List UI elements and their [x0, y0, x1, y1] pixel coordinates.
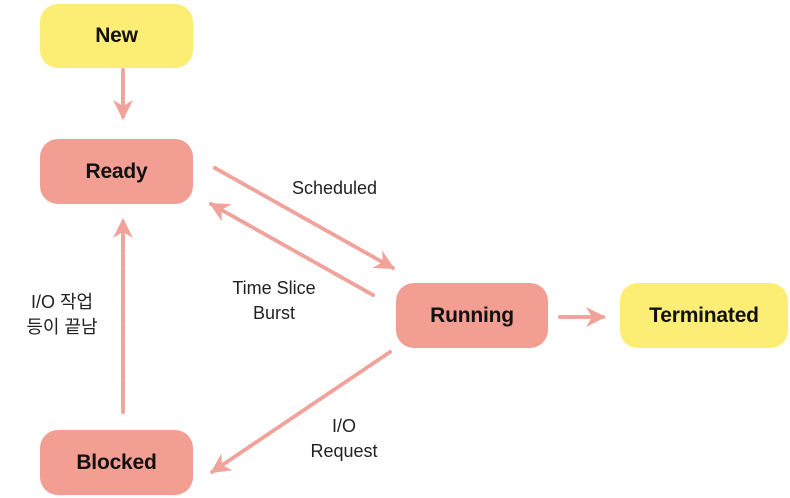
label-io-request-line1: I/O	[331, 416, 356, 436]
label-io-done: I/O 작업 등이 끝남	[12, 290, 112, 340]
label-io-request: I/O Request	[300, 414, 388, 464]
state-blocked: Blocked	[40, 430, 193, 495]
arrow-running-to-ready	[209, 202, 375, 297]
label-time-slice-line2: Burst	[252, 303, 295, 323]
label-io-request-line2: Request	[310, 441, 378, 461]
arrow-ready-to-running	[213, 166, 395, 270]
arrow-running-to-blocked	[210, 350, 392, 474]
state-terminated: Terminated	[620, 283, 788, 348]
label-time-slice-line1: Time Slice	[232, 278, 316, 298]
label-time-slice-burst: Time Slice Burst	[222, 276, 326, 326]
label-io-done-line1: I/O 작업	[30, 292, 94, 312]
state-ready: Ready	[40, 139, 193, 204]
state-new: New	[40, 4, 193, 68]
label-scheduled: Scheduled	[292, 178, 378, 198]
label-io-done-line2: 등이 끝남	[26, 317, 98, 337]
state-running: Running	[396, 283, 548, 348]
